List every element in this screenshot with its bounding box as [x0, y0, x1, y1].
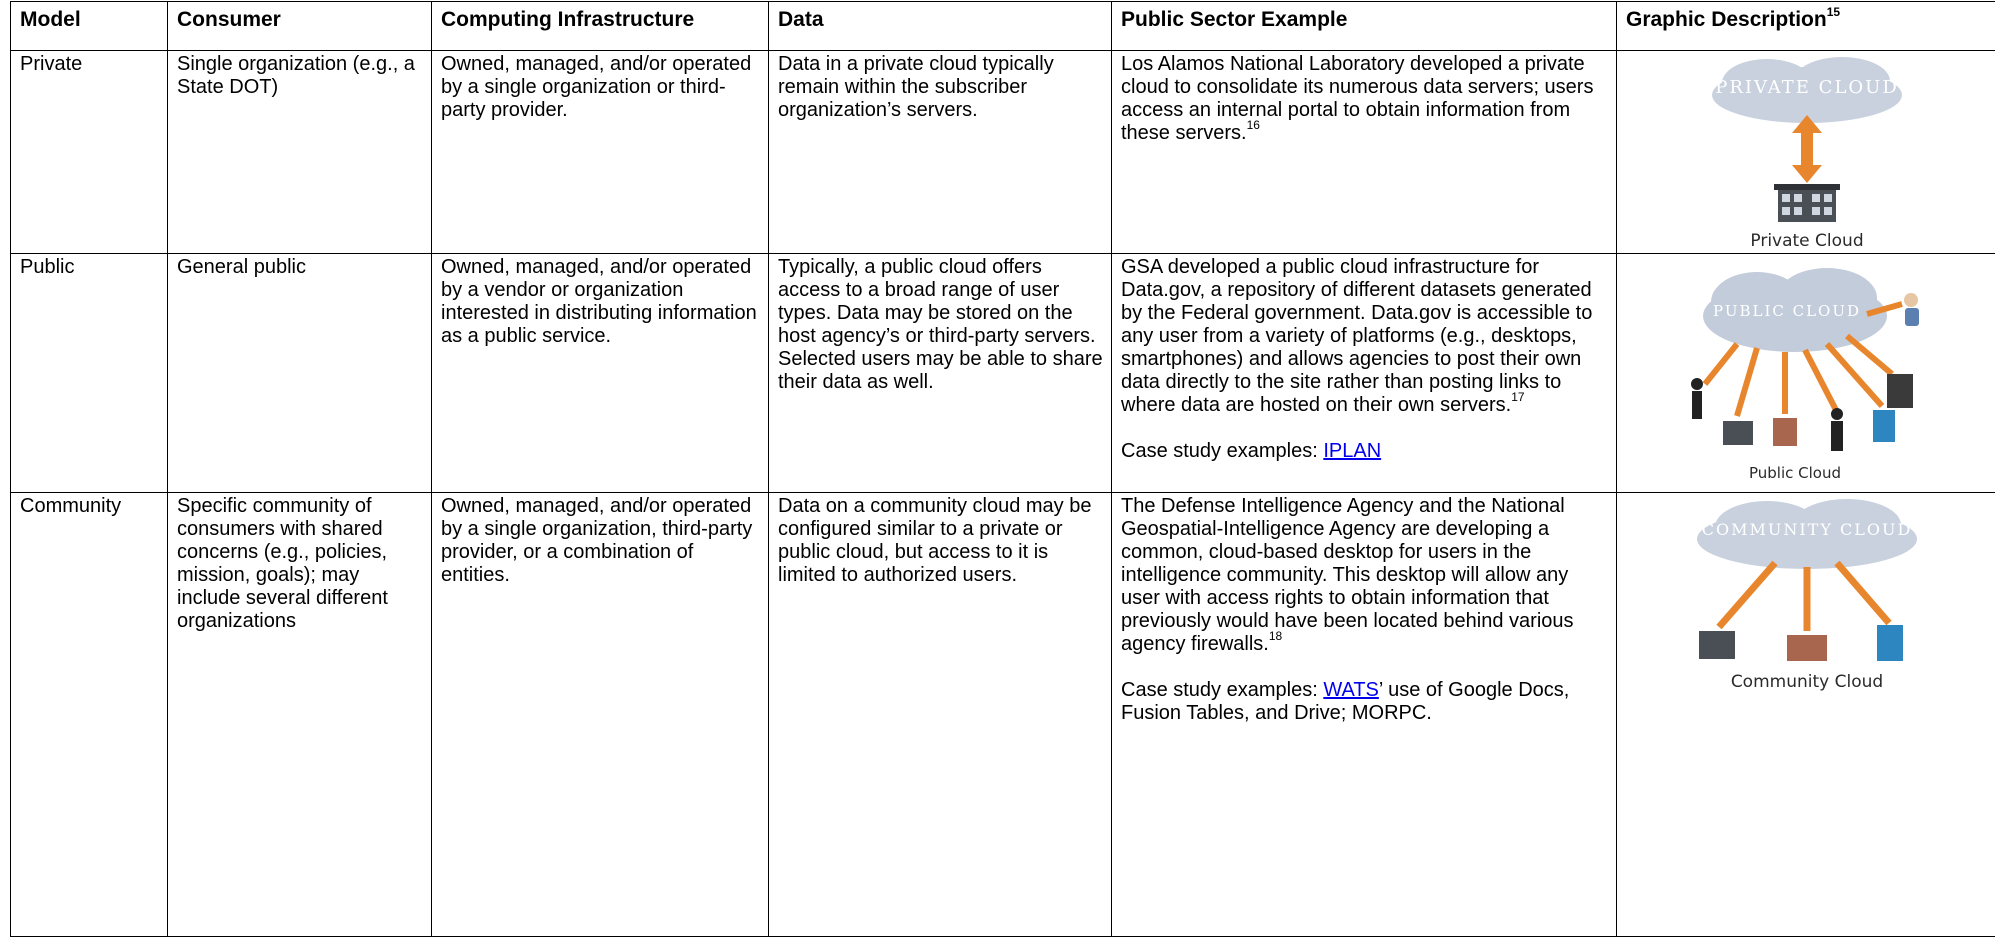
footnote-ref: 17: [1511, 390, 1525, 405]
cloud-label: PUBLIC CLOUD: [1712, 302, 1860, 320]
wats-link[interactable]: WATS: [1323, 679, 1379, 701]
building-icon: [1773, 184, 1840, 222]
example-text: The Defense Intelligence Agency and the …: [1121, 495, 1574, 655]
cell-consumer: Single organization (e.g., a State DOT): [167, 50, 432, 254]
header-graphic-label: Graphic Description: [1626, 8, 1827, 31]
cell-data: Typically, a public cloud offers access …: [768, 253, 1112, 493]
cell-computing: Owned, managed, and/or operated by a sin…: [431, 492, 769, 937]
cell-example: Los Alamos National Laboratory developed…: [1111, 50, 1617, 254]
header-public-sector-example: Public Sector Example: [1111, 1, 1617, 51]
footnote-ref: 15: [1826, 5, 1841, 19]
header-model: Model: [10, 1, 168, 51]
table-row-public: Public General public Owned, managed, an…: [10, 253, 1995, 493]
footnote-ref: 16: [1246, 118, 1260, 133]
header-row: Model Consumer Computing Infrastructure …: [10, 1, 1995, 51]
cell-example: GSA developed a public cloud infrastruct…: [1111, 253, 1617, 493]
table-row-community: Community Specific community of consumer…: [10, 492, 1995, 937]
community-cloud-graphic: COMMUNITY CLOUD Community Cloud: [1696, 499, 1917, 692]
public-cloud-graphic: PUBLIC CLOUD: [1690, 268, 1919, 482]
double-arrow-icon: [1791, 115, 1822, 183]
cell-example: The Defense Intelligence Agency and the …: [1111, 492, 1617, 937]
example-text: GSA developed a public cloud infrastruct…: [1121, 256, 1593, 416]
graphic-caption: Private Cloud: [1750, 231, 1863, 251]
private-cloud-graphic: PRIVATE CLOUD Private Cloud: [1711, 57, 1902, 251]
graphic-caption: Community Cloud: [1730, 672, 1882, 692]
cell-model: Community: [10, 492, 168, 937]
graphic-caption: Public Cloud: [1748, 464, 1840, 482]
cell-computing: Owned, managed, and/or operated by a ven…: [431, 253, 769, 493]
cell-data: Data on a community cloud may be configu…: [768, 492, 1112, 937]
header-data: Data: [768, 1, 1112, 51]
case-study-prefix: Case study examples:: [1121, 440, 1324, 462]
header-consumer: Consumer: [167, 1, 432, 51]
cloud-label: PRIVATE CLOUD: [1715, 77, 1899, 98]
cell-data: Data in a private cloud typically remain…: [768, 50, 1112, 254]
cell-computing: Owned, managed, and/or operated by a sin…: [431, 50, 769, 254]
cell-consumer: General public: [167, 253, 432, 493]
cloud-shape: [1711, 57, 1902, 123]
cloud-label: COMMUNITY CLOUD: [1701, 520, 1912, 539]
cell-model: Public: [10, 253, 168, 493]
arrows-icon: [1715, 560, 1892, 631]
header-graphic-description: Graphic Description15: [1616, 1, 1995, 51]
case-study-suffix: ’ use of Google Docs, Fusion Tables, and…: [1121, 679, 1570, 724]
cell-consumer: Specific community of consumers with sha…: [167, 492, 432, 937]
case-study-prefix: Case study examples:: [1121, 679, 1324, 701]
user-icons: [1690, 293, 1919, 451]
cloud-shape: [1696, 499, 1917, 569]
cloud-shape: [1702, 268, 1887, 352]
cell-graphic: COMMUNITY CLOUD Community Cloud: [1616, 492, 1995, 937]
arrows-icon: [1702, 301, 1903, 417]
cell-graphic: PUBLIC CLOUD: [1616, 253, 1995, 493]
building-icons: [1722, 410, 1895, 446]
building-icons: [1698, 625, 1903, 661]
table-row-private: Private Single organization (e.g., a Sta…: [10, 50, 1995, 254]
cloud-models-table: Model Consumer Computing Infrastructure …: [10, 1, 1995, 937]
cell-model: Private: [10, 50, 168, 254]
cell-graphic: PRIVATE CLOUD Private Cloud: [1616, 50, 1995, 254]
footnote-ref: 18: [1268, 629, 1283, 644]
iplan-link[interactable]: IPLAN: [1323, 440, 1382, 462]
header-computing-infrastructure: Computing Infrastructure: [431, 1, 769, 51]
example-text: Los Alamos National Laboratory developed…: [1121, 53, 1594, 144]
